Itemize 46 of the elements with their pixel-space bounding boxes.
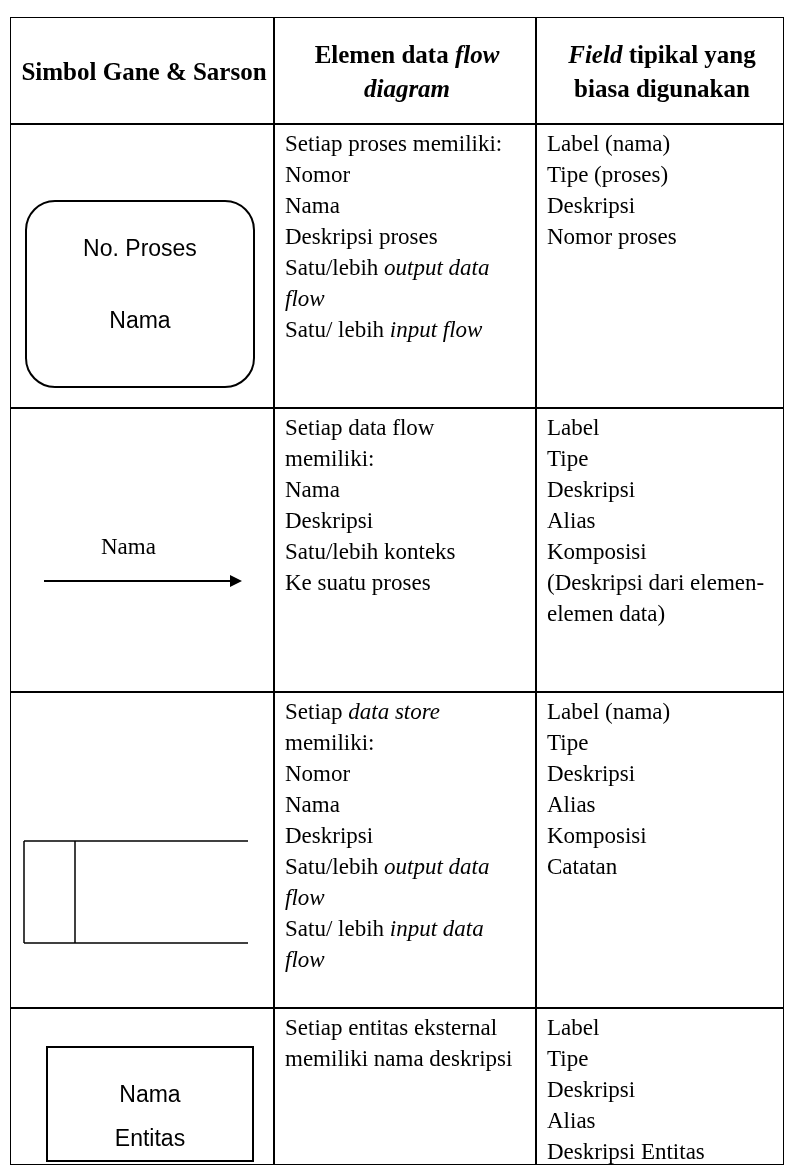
cell-text: Nomor [285, 161, 352, 189]
cell-text: Deskripsi [547, 760, 637, 788]
cell-text: Deskripsi [547, 192, 637, 220]
cell-text: Satu/ lebih input flow [285, 316, 484, 344]
column-header: Field tipikal yang biasa digunakan [567, 39, 757, 104]
cell-text: Deskripsi [547, 476, 637, 504]
cell-text: Label (nama) [547, 130, 672, 158]
flow-label: Nama [101, 533, 156, 561]
cell-text: (Deskripsi dari elemen-elemen data) [547, 569, 766, 628]
cell-text: Catatan [547, 853, 619, 881]
cell-text: Nama [285, 476, 341, 504]
cell-text: Deskripsi [285, 822, 375, 850]
cell-text: Nomor [285, 760, 352, 788]
cell-text: Label [547, 414, 601, 442]
column-header: Elemen data flow diagram [313, 39, 501, 104]
column-header: Simbol Gane & Sarson [21, 56, 267, 87]
symbol-text: No. Proses [82, 234, 198, 262]
cell-text: Tipe [547, 1045, 590, 1073]
cell-text: Tipe (proses) [547, 161, 670, 189]
entity-box [46, 1046, 254, 1162]
cell-text: Setiap data flow memiliki: [285, 414, 436, 473]
cell-text: Ke suatu proses [285, 569, 432, 597]
cell-text: Setiap proses memiliki: [285, 130, 504, 158]
cell-text: Alias [547, 791, 597, 819]
cell-text: Deskripsi [285, 507, 375, 535]
cell-text: Deskripsi proses [285, 223, 439, 251]
symbol-text: Nama Entitas [113, 1080, 187, 1153]
cell-text: Label (nama) [547, 698, 672, 726]
cell-text: Label [547, 1014, 601, 1042]
cell-text: Setiap data store memiliki: [285, 698, 442, 757]
cell-text: Deskripsi Entitas [547, 1138, 706, 1166]
cell-text: Tipe [547, 445, 590, 473]
cell-text: Nama [285, 791, 341, 819]
cell-text: Komposisi [547, 538, 648, 566]
cell-text: Deskripsi [547, 1076, 637, 1104]
process-symbol [25, 200, 255, 388]
cell-text: Nama [285, 192, 341, 220]
symbol-text: Nama [108, 306, 172, 334]
cell-text: Satu/lebih konteks [285, 538, 457, 566]
cell-text: Setiap entitas eksternal memiliki nama deskripsi [285, 1014, 514, 1073]
cell-text: Satu/ lebih input data flow [285, 915, 485, 974]
cell-text: Komposisi [547, 822, 648, 850]
cell-text: Alias [547, 1107, 597, 1135]
cell-text: Tipe [547, 729, 590, 757]
cell-text: Alias [547, 507, 597, 535]
cell-text: Nomor proses [547, 223, 678, 251]
